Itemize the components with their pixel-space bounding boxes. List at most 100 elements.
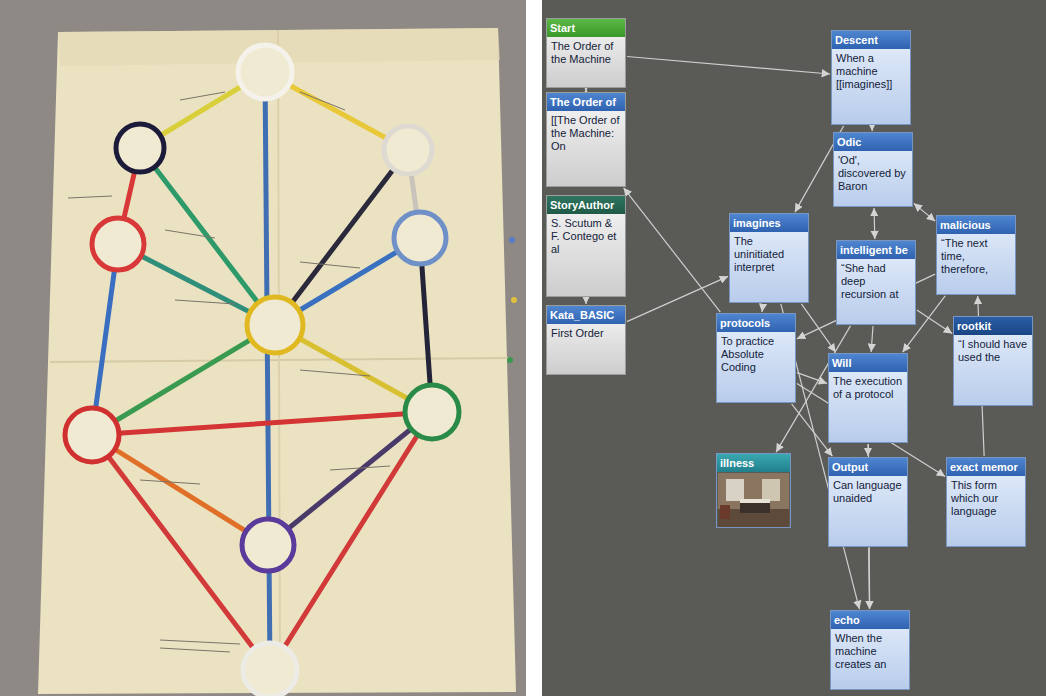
passage-box: WillThe execution of a protocol [828, 353, 908, 443]
room-picture [718, 473, 789, 527]
pin-dot [511, 297, 517, 303]
passage-title: Odic [834, 133, 912, 151]
passage-excerpt: “The next time, therefore, [937, 234, 1015, 279]
paper-fold [278, 30, 280, 692]
room-window [726, 479, 744, 501]
passage-box: Odic'Od', discovered by Baron [833, 132, 913, 207]
passage-excerpt: The execution of a protocol [829, 372, 907, 404]
passage-excerpt: This form which our language [947, 476, 1025, 521]
passage-box: malicious“The next time, therefore, [936, 215, 1016, 295]
path-line [265, 72, 270, 670]
passage-box: intelligent be“She had deep recursion at [836, 240, 916, 325]
handwriting-mark [300, 370, 370, 376]
room-sheet [740, 499, 770, 503]
sephira-circle [243, 643, 297, 696]
paper-sheet [38, 28, 516, 694]
link-arrow [917, 310, 952, 334]
handwriting-mark [175, 300, 235, 304]
path-line [140, 148, 275, 325]
passage-box: protocolsTo practice Absolute Coding [716, 313, 796, 403]
room-chair [720, 505, 730, 519]
link-arrow [585, 298, 586, 304]
handwriting-mark [68, 196, 112, 198]
path-line [92, 325, 275, 435]
passage-excerpt: First Order [547, 324, 625, 343]
link-arrow [873, 208, 875, 239]
handwriting-mark [160, 648, 230, 652]
sephira-circle [394, 212, 446, 264]
path-line [268, 412, 432, 545]
passage-title: Will [829, 354, 907, 372]
passage-box: exact memorThis form which our language [946, 457, 1026, 547]
passage-box: illness [716, 453, 791, 528]
passage-excerpt: When the machine creates an [831, 629, 909, 674]
passage-box: Kata_BASICFirst Order [546, 305, 626, 375]
link-arrow [871, 126, 872, 131]
passage-title: echo [831, 611, 909, 629]
passage-box: The Order of[[The Order of the Machine: … [546, 92, 626, 187]
sephira-circles [65, 45, 459, 696]
sephira-circle [92, 218, 144, 270]
sephira-circle [247, 297, 303, 353]
chart-photo [0, 0, 526, 696]
pin-dot [509, 237, 515, 243]
floor-ground [0, 0, 526, 696]
passage-title: Output [829, 458, 907, 476]
passage-title: Start [547, 19, 625, 37]
passage-title: The Order of [547, 93, 625, 111]
passage-excerpt: [[The Order of the Machine: On [547, 111, 625, 156]
handwriting-marks [68, 92, 390, 652]
link-arrow [627, 57, 830, 74]
passage-box: StoryAuthorS. Scutum & F. Contego et al [546, 195, 626, 297]
sephira-circle [116, 124, 164, 172]
link-arrow [762, 304, 763, 312]
passage-excerpt: “She had deep recursion at [837, 259, 915, 304]
handwriting-mark [160, 640, 240, 644]
handwriting-mark [330, 466, 390, 470]
path-line [92, 412, 432, 435]
link-arrow [627, 276, 728, 321]
handwriting-mark [140, 480, 200, 484]
passage-excerpt: To practice Absolute Coding [717, 332, 795, 377]
passage-title: intelligent be [837, 241, 915, 259]
pin-dots [507, 237, 517, 363]
sephira-circle [384, 126, 432, 174]
passage-title: imagines [730, 214, 808, 232]
passage-excerpt: “I should have used the [954, 335, 1032, 367]
link-arrow [585, 89, 586, 91]
passage-title: StoryAuthor [547, 196, 625, 214]
passage-excerpt: Can language unaided [829, 476, 907, 508]
room-window [762, 479, 780, 501]
link-arrow [792, 404, 833, 456]
passage-excerpt: S. Scutum & F. Contego et al [547, 214, 625, 259]
passage-title: malicious [937, 216, 1015, 234]
passage-title: Descent [832, 31, 910, 49]
link-arrow [801, 304, 835, 352]
passage-excerpt: When a machine [[imagines]] [832, 49, 910, 94]
pin-dot [507, 357, 513, 363]
path-lines [92, 72, 432, 670]
path-line [275, 150, 408, 325]
sephira-circle [242, 519, 294, 571]
passage-excerpt: The uninitiated interpret [730, 232, 808, 277]
passage-title: Kata_BASIC [547, 306, 625, 324]
passage-excerpt: The Order of the Machine [547, 37, 625, 69]
passage-title: protocols [717, 314, 795, 332]
handwriting-mark [165, 230, 215, 238]
sephira-circle [65, 408, 119, 462]
link-arrow [797, 373, 827, 384]
passage-box: DescentWhen a machine [[imagines]] [831, 30, 911, 125]
passage-box: rootkit“I should have used the [953, 316, 1033, 406]
sephira-circle [405, 385, 459, 439]
handwriting-mark [300, 92, 345, 110]
passage-box: echoWhen the machine creates an [830, 610, 910, 690]
passage-excerpt: 'Od', discovered by Baron [834, 151, 912, 196]
handwriting-mark [300, 262, 360, 268]
link-arrow [871, 326, 873, 352]
passage-box: OutputCan language unaided [828, 457, 908, 547]
passage-title: exact memor [947, 458, 1025, 476]
passage-box: imaginesThe uninitiated interpret [729, 213, 809, 303]
passage-title: illness [717, 454, 790, 472]
handwriting-mark [180, 92, 225, 100]
passage-box: StartThe Order of the Machine [546, 18, 626, 88]
